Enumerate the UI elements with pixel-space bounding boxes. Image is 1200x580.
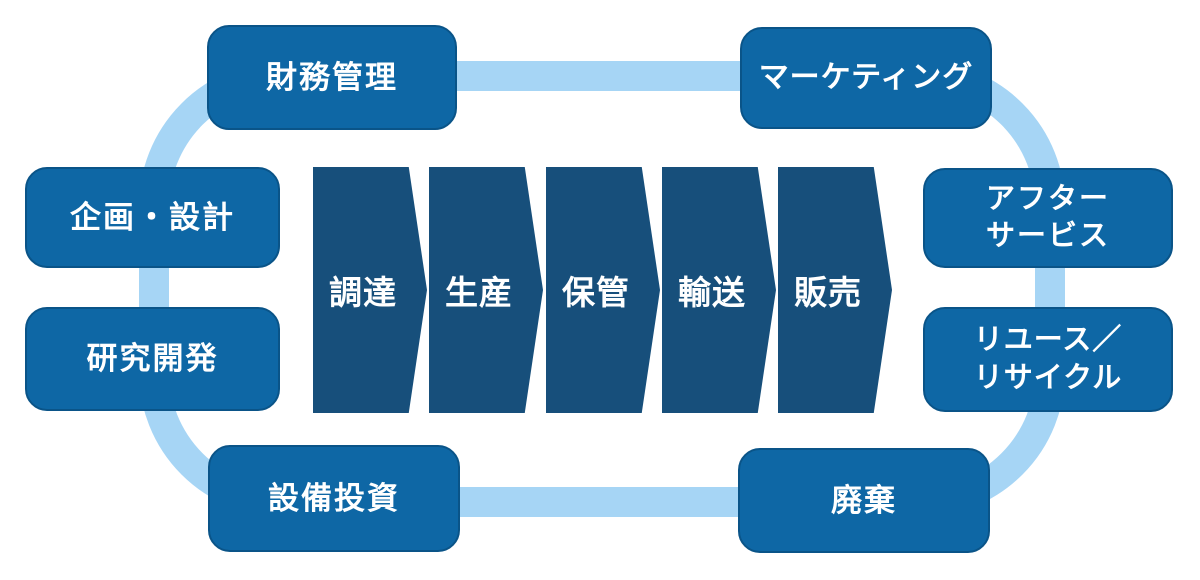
chevron-label: 生産: [445, 274, 513, 311]
box-label: リユース／ リサイクル: [973, 324, 1123, 394]
box-disposal: 廃棄: [738, 448, 990, 553]
chevron-label: 保管: [562, 274, 630, 311]
chevron-label: 輸送: [678, 274, 746, 311]
box-capital-investment: 設備投資: [208, 445, 460, 552]
box-financial-management: 財務管理: [207, 25, 457, 130]
chevron-label: 調達: [329, 274, 397, 311]
box-label: 廃棄: [831, 482, 897, 518]
chevron-step-production: 生産: [429, 167, 543, 413]
box-reuse-recycle: リユース／ リサイクル: [923, 307, 1173, 412]
box-marketing: マーケティング: [740, 27, 992, 129]
box-label: アフター サービス: [985, 182, 1110, 252]
box-label: 設備投資: [268, 480, 400, 516]
box-label: 企画・設計: [70, 199, 235, 235]
chevron-step-storage: 保管: [546, 167, 660, 413]
box-label: 研究開発: [86, 341, 219, 377]
chevron-step-transport: 輸送: [662, 167, 776, 413]
box-research-development: 研究開発: [25, 307, 280, 411]
box-label: 財務管理: [266, 59, 398, 95]
chevron-label: 販売: [794, 274, 862, 311]
ring-rounded-rect-path: [139, 61, 1065, 517]
box-planning-design: 企画・設計: [25, 167, 280, 268]
box-after-service: アフター サービス: [923, 168, 1173, 268]
box-label: マーケティング: [758, 60, 974, 94]
chevron-step-sales: 販売: [778, 167, 892, 413]
chevron-step-procurement: 調達: [313, 167, 427, 413]
